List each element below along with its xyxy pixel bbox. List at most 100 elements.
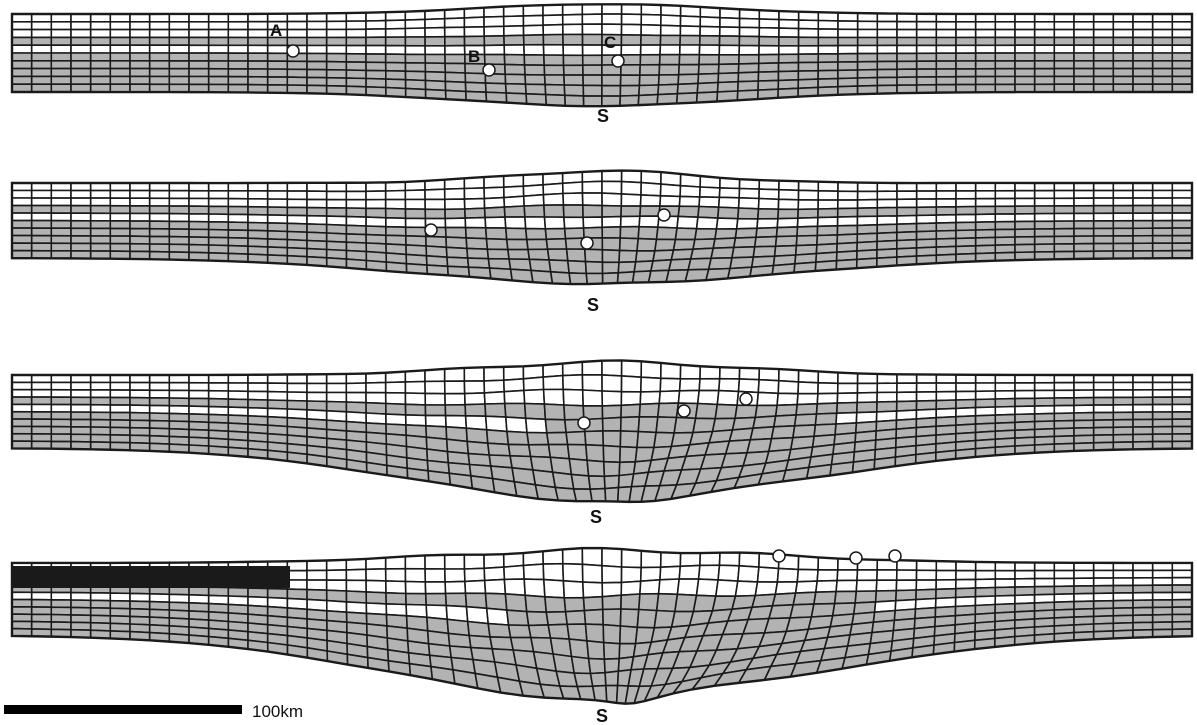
mesh-cell: [189, 69, 209, 77]
mesh-cell: [1153, 397, 1173, 405]
mesh-cell: [778, 71, 798, 80]
mesh-cell: [150, 37, 170, 45]
mesh-cell: [91, 435, 111, 443]
mesh-cell: [327, 29, 347, 37]
mesh-cell: [622, 14, 642, 25]
mesh-cell: [110, 412, 130, 420]
mesh-cell: [720, 27, 740, 36]
mesh-cell: [661, 184, 681, 196]
mesh-cell: [445, 569, 465, 582]
mesh-cell: [897, 69, 917, 77]
mesh-cell: [91, 600, 111, 608]
mesh-cell: [1172, 614, 1192, 622]
mesh-cell: [777, 568, 798, 582]
mesh-cell: [346, 383, 366, 393]
mesh-cell: [877, 191, 897, 199]
mesh-cell: [209, 214, 229, 222]
mesh-cell: [858, 21, 878, 29]
mesh-cell: [51, 61, 71, 69]
mesh-cell: [110, 244, 130, 252]
mesh-cell: [737, 219, 758, 229]
mesh-cell: [51, 37, 71, 45]
mesh-cell: [1172, 397, 1192, 404]
mesh-cell: [406, 582, 426, 594]
mesh-cell: [71, 37, 91, 45]
mesh-cell: [681, 16, 701, 27]
mesh-cell: [718, 565, 739, 581]
mesh-cell: [563, 389, 583, 405]
mesh-cell: [366, 208, 386, 218]
mesh-cell: [936, 53, 956, 61]
mesh-cell: [1133, 213, 1153, 221]
mesh-cell: [465, 199, 485, 209]
mesh-cell: [622, 376, 642, 392]
mesh-cell: [698, 390, 719, 404]
mesh-cell: [1015, 391, 1035, 399]
mesh-cell: [1133, 22, 1153, 30]
mesh-cell: [660, 196, 680, 206]
mesh-cell: [130, 76, 150, 84]
mesh-cell: [587, 641, 605, 659]
mesh-cell: [798, 200, 818, 210]
mesh-cell: [150, 53, 170, 61]
mesh-cell: [778, 381, 798, 394]
mesh-cell: [366, 54, 386, 63]
mesh-cell: [527, 433, 549, 445]
mesh-cell: [995, 579, 1015, 588]
mesh-cell: [490, 637, 513, 650]
mesh-cell: [504, 390, 525, 403]
mesh-cell: [346, 191, 366, 199]
mesh-cell: [818, 200, 838, 209]
mesh-cell: [445, 46, 465, 55]
mesh-cell: [1094, 45, 1114, 53]
mesh-cell: [366, 569, 386, 581]
mesh-cell: [169, 406, 189, 414]
mesh-cell: [465, 393, 485, 405]
mesh-cell: [995, 191, 1015, 199]
mesh-cell: [956, 191, 976, 199]
mesh-cell: [287, 383, 307, 392]
mesh-cell: [640, 65, 660, 76]
mesh-cell: [641, 14, 661, 25]
mesh-cell: [602, 217, 621, 228]
mesh-cell: [622, 182, 642, 195]
mesh-cell: [1113, 382, 1133, 390]
mesh-cell: [1133, 191, 1153, 199]
mesh-cell: [545, 85, 565, 96]
mesh-cell: [837, 570, 857, 581]
mesh-cell: [641, 35, 661, 45]
mesh-cell: [793, 592, 816, 605]
mesh-cell: [758, 567, 779, 582]
mesh-cell: [1172, 382, 1192, 389]
mesh-cell: [130, 244, 150, 252]
mesh-cell: [680, 553, 700, 566]
mesh-cell: [1094, 22, 1114, 30]
mesh-cell: [1094, 76, 1114, 84]
mesh-cell: [524, 35, 544, 45]
mesh-cell: [700, 187, 720, 197]
mesh-cell: [563, 564, 583, 582]
mesh-cell: [1133, 615, 1153, 623]
mesh-cell: [130, 53, 150, 61]
mesh-cell: [307, 199, 327, 207]
mesh-cell: [346, 393, 366, 403]
mesh-cell: [1035, 45, 1055, 53]
mesh-cell: [465, 218, 486, 228]
mesh-cell: [1113, 22, 1133, 30]
mesh-cell: [897, 53, 917, 61]
mesh-cell: [583, 55, 602, 65]
mesh-cell: [327, 70, 347, 78]
mesh-cell: [856, 580, 877, 591]
mesh-cell: [51, 615, 71, 623]
mesh-cell: [1054, 578, 1074, 586]
mesh-cell: [1133, 585, 1153, 593]
mesh-cell: [567, 249, 586, 262]
mesh-cell: [769, 605, 793, 619]
mesh-cell: [602, 391, 621, 406]
mesh-cell: [897, 570, 917, 580]
mesh-cell: [563, 375, 583, 390]
mesh-cell: [877, 570, 897, 580]
mesh-cell: [936, 77, 956, 85]
tracked-point-marker: [578, 417, 590, 429]
mesh-cell: [386, 63, 406, 72]
